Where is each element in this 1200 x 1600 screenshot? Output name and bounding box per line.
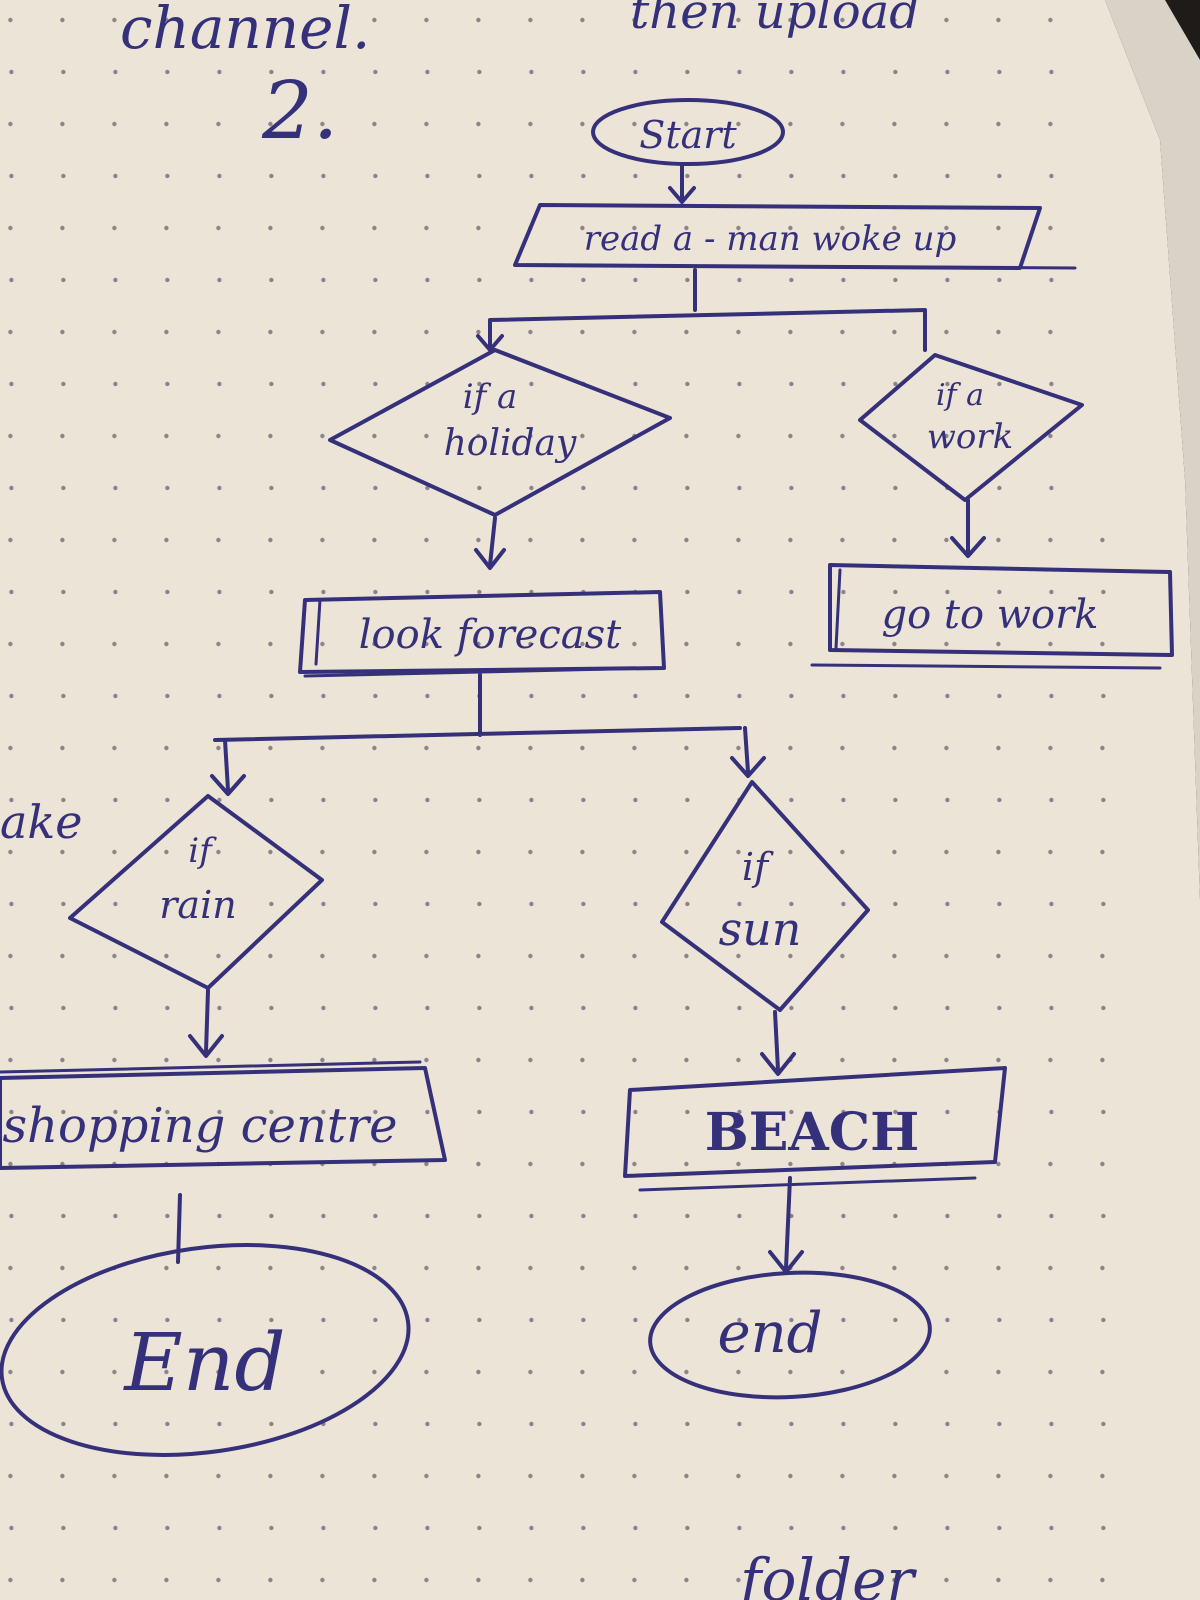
- process-forecast-label: look forecast: [359, 612, 622, 658]
- margin-note: ake: [0, 795, 83, 849]
- input-box-man-woke-up: read a - man woke up: [513, 203, 1077, 270]
- end-terminal-right: end: [648, 1270, 932, 1400]
- end-terminal-left: End: [0, 1243, 411, 1457]
- start-terminal: Start: [591, 98, 785, 166]
- partial-text-bottom: folder: [736, 1546, 917, 1600]
- decision-work: if a work: [858, 353, 1084, 502]
- dot-grid: [8, 17, 1106, 1583]
- connector-forecast-split: [210, 673, 766, 796]
- decision-holiday-line2: holiday: [444, 423, 577, 464]
- decision-rain: if rain: [68, 794, 324, 990]
- input-label: read a - man woke up: [584, 219, 957, 259]
- arrow-sun-to-beach: [760, 1010, 796, 1076]
- process-shopping-centre: shopping centre: [0, 1060, 447, 1170]
- section-number: 2.: [261, 64, 338, 157]
- process-shopping-label: shopping centre: [3, 1098, 398, 1154]
- process-beach-label: BEACH: [705, 1102, 919, 1163]
- decision-work-line1: if a: [936, 378, 984, 413]
- arrow-start-to-input: [668, 162, 696, 204]
- connector-input-split: [476, 268, 927, 352]
- arrow-work-to-go-to-work: [950, 498, 986, 558]
- start-label: Start: [639, 113, 737, 157]
- decision-work-line2: work: [927, 417, 1013, 457]
- process-look-forecast: look forecast: [298, 590, 666, 678]
- arrow-rain-to-shopping: [188, 988, 224, 1058]
- decision-sun-line2: sun: [719, 902, 802, 956]
- partial-text-top-right: then upload: [630, 0, 920, 40]
- process-beach: BEACH: [623, 1066, 1007, 1192]
- end-left-label: End: [122, 1316, 285, 1409]
- process-go-to-work: go to work: [810, 563, 1174, 670]
- partial-text-top-left: channel.: [120, 0, 370, 62]
- decision-rain-line2: rain: [159, 883, 236, 927]
- decision-holiday: if a holiday: [328, 348, 672, 517]
- arrow-holiday-to-forecast: [474, 516, 506, 570]
- process-go-to-work-label: go to work: [882, 592, 1099, 638]
- decision-holiday-line1: if a: [463, 377, 518, 417]
- end-right-label: end: [717, 1301, 822, 1366]
- page-edge: [1105, 0, 1200, 900]
